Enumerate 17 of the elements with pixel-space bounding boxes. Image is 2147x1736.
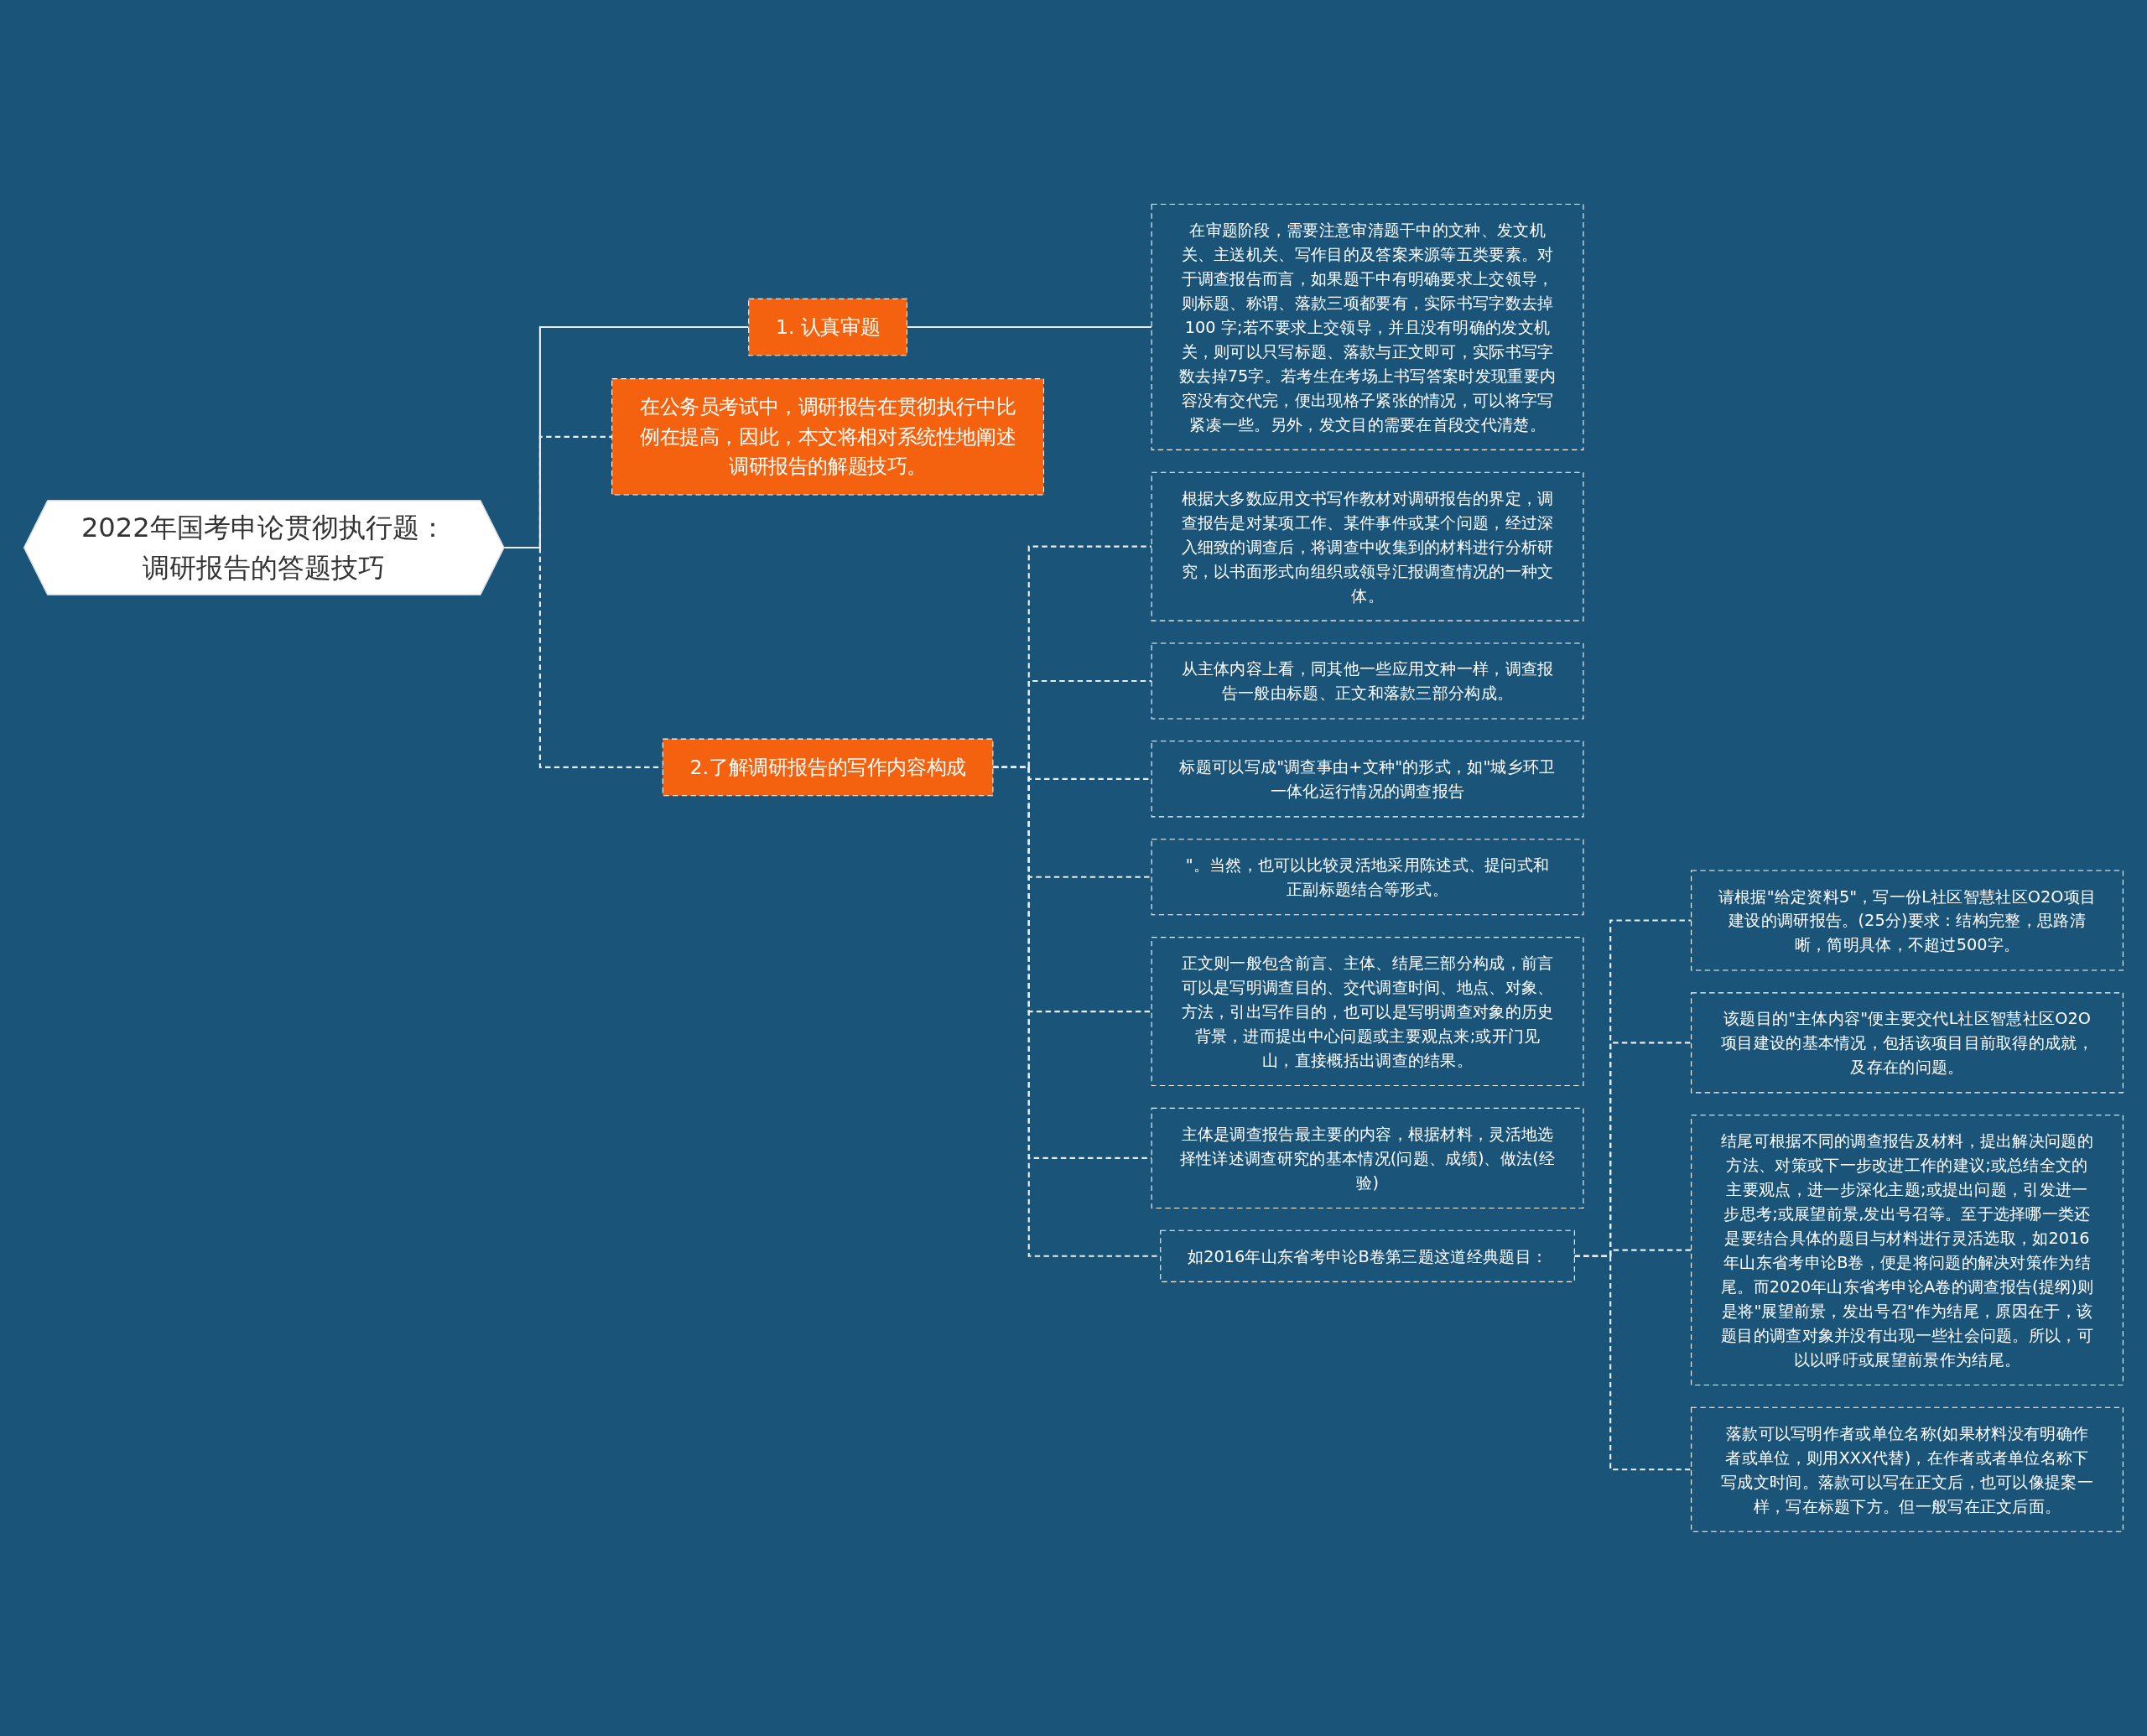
- connector: [1574, 1255, 1692, 1471]
- node-box: 2.了解调研报告的写作内容构成: [662, 738, 994, 797]
- node-box: 请根据"给定资料5"，写一份L社区智慧社区O2O项目建设的调研报告。(25分)要求：结构完整，思路清晰，简明具体，不超过500字。: [1691, 870, 2124, 971]
- node-box: "。当然，也可以比较灵活地采用陈述式、提问式和正副标题结合等形式。: [1151, 839, 1584, 916]
- node-box: 在审题阶段，需要注意审清题干中的文种、发文机关、主送机关、写作目的及答案来源等五类要素。对于调查报告而言，如果题干中有明确要求上交领导，则标题、称谓、落款三项都要有，实际书写字数去掉100 字;若不要求上交领导，并且没有明确的发文机关，则可以只写标题、落款与正文即可，实际书写字数去掉75字。若考生在考场上书写答案时发现重要内容没有交代完，便出现格子紧张的情况，可以将字写紧凑一些。另外，发文目的需要在首段交代清楚。: [1151, 204, 1584, 450]
- node-box: 标题可以写成"调查事由+文种"的形式，如"城乡环卫一体化运行情况的调查报告: [1151, 741, 1584, 818]
- connector: [907, 326, 1152, 329]
- node-box: 从主体内容上看，同其他一些应用文种一样，调查报告一般由标题、正文和落款三部分构成。: [1151, 642, 1584, 720]
- node-box: 如2016年山东省考申论B卷第三题这道经典题目：: [1160, 1229, 1575, 1282]
- node-box: 主体是调查报告最主要的内容，根据材料，灵活地选择性详述调查研究的基本情况(问题、成绩)、做法(经验): [1151, 1107, 1584, 1209]
- node-box: 该题目的"主体内容"便主要交代L社区智慧社区O2O项目建设的基本情况，包括该项目目前取得的成就，及存在的问题。: [1691, 992, 2124, 1094]
- node-box: 1. 认真审题: [748, 298, 907, 356]
- node-box: 落款可以写明作者或单位名称(如果材料没有明确作者或单位，则用XXX代替)，在作者或者单位名称下写成文时间。落款可以写在正文后，也可以像提案一样，写在标题下方。但一般写在正文后面。: [1691, 1406, 2124, 1532]
- node-box: 在公务员考试中，调研报告在贯彻执行中比例在提高，因此，本文将相对系统性地阐述调研报告的解题技巧。: [611, 378, 1044, 496]
- node-box: 正文则一般包含前言、主体、结尾三部分构成，前言可以是写明调查目的、交代调查时间、地点、对象、方法，引出写作目的，也可以是写明调查对象的历史背景，进而提出中心问题或主要观点来;或开门见山，直接概括出调查的结果。: [1151, 937, 1584, 1087]
- node-box: 根据大多数应用文书写作教材对调研报告的界定，调查报告是对某项工作、某件事件或某个问题，经过深入细致的调查后，将调查中收集到的材料进行分析研究，以书面形式向组织或领导汇报调查情况的一种文体。: [1151, 471, 1584, 621]
- node-box: 结尾可根据不同的调查报告及材料，提出解决问题的方法、对策或下一步改进工作的建议;或总结全文的主要观点，进一步深化主题;或提出问题，引发进一步思考;或展望前景,发出号召等。至于选择哪一类还是要结合具体的题目与材料进行灵活选取，如2016年山东省考申论B卷，便是将问题的解决对策作为结尾。而2020年山东省考申论A卷的调查报告(提纲)则是将"展望前景，发出号召"作为结尾，原因在于，该题目的调查对象并没有出现一些社会问题。所以，可以以呼吁或展望前景作为结尾。: [1691, 1115, 2124, 1386]
